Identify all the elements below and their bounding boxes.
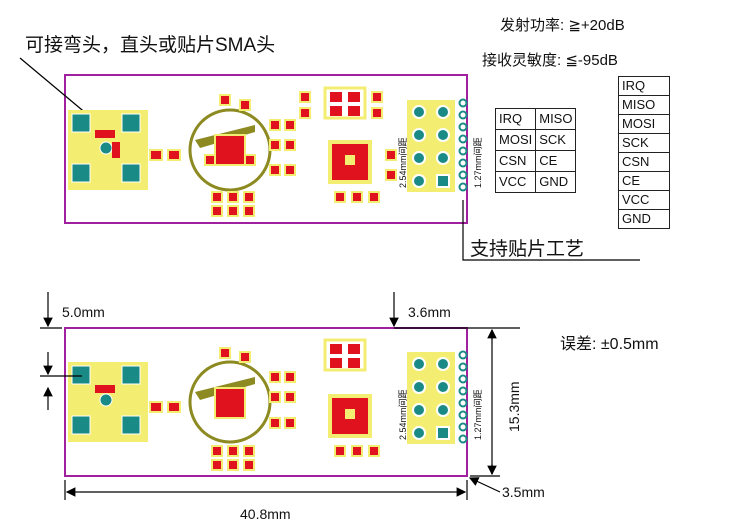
pin-cell: MISO: [535, 108, 577, 130]
dimension-lines: [40, 292, 520, 500]
bottom-board: [64, 327, 468, 477]
pin-list-item: VCC: [619, 191, 669, 210]
pin-cell: IRQ: [494, 108, 537, 130]
pin-list-item: MISO: [619, 96, 669, 115]
pin-list-item: GND: [622, 211, 651, 226]
left-offset-label: 5.0mm: [62, 304, 105, 320]
pin-list: IRQ MISO MOSI SCK CSN CE VCC GND: [618, 76, 670, 229]
pitch-254-top: 2.54mm间距: [398, 137, 408, 188]
pin-cell: MOSI: [494, 129, 537, 151]
pitch-127-bottom: 1.27mm间距: [473, 389, 483, 440]
smt-note: 支持贴片工艺: [470, 239, 585, 260]
pin-cell: GND: [535, 171, 577, 193]
rx-sensitivity-spec: 接收灵敏度: ≦-95dB: [482, 52, 618, 69]
pin-cell: CE: [535, 150, 577, 172]
pin-list-item: IRQ: [619, 77, 669, 96]
pin-cell: VCC: [494, 171, 537, 193]
width-label: 40.8mm: [240, 506, 291, 522]
height-label: 15.3mm: [506, 381, 522, 432]
pitch-127-top: 1.27mm间距: [473, 137, 483, 188]
pin-list-item: MOSI: [619, 115, 669, 134]
tx-power-spec: 发射功率: ≧+20dB: [500, 17, 625, 34]
pin-list-item: CE: [619, 172, 669, 191]
pin-list-item: SCK: [619, 134, 669, 153]
connector-callout: 可接弯头，直头或贴片SMA头: [25, 35, 276, 56]
pitch-254-bottom: 2.54mm间距: [398, 389, 408, 440]
tolerance-label: 误差: ±0.5mm: [560, 336, 659, 353]
right-offset-label: 3.6mm: [408, 304, 451, 320]
pin-cell: CSN: [494, 150, 537, 172]
top-board: [19, 57, 640, 261]
pin-list-item: CSN: [619, 153, 669, 172]
pin-cell: SCK: [535, 129, 577, 151]
right-margin-label: 3.5mm: [502, 484, 545, 500]
